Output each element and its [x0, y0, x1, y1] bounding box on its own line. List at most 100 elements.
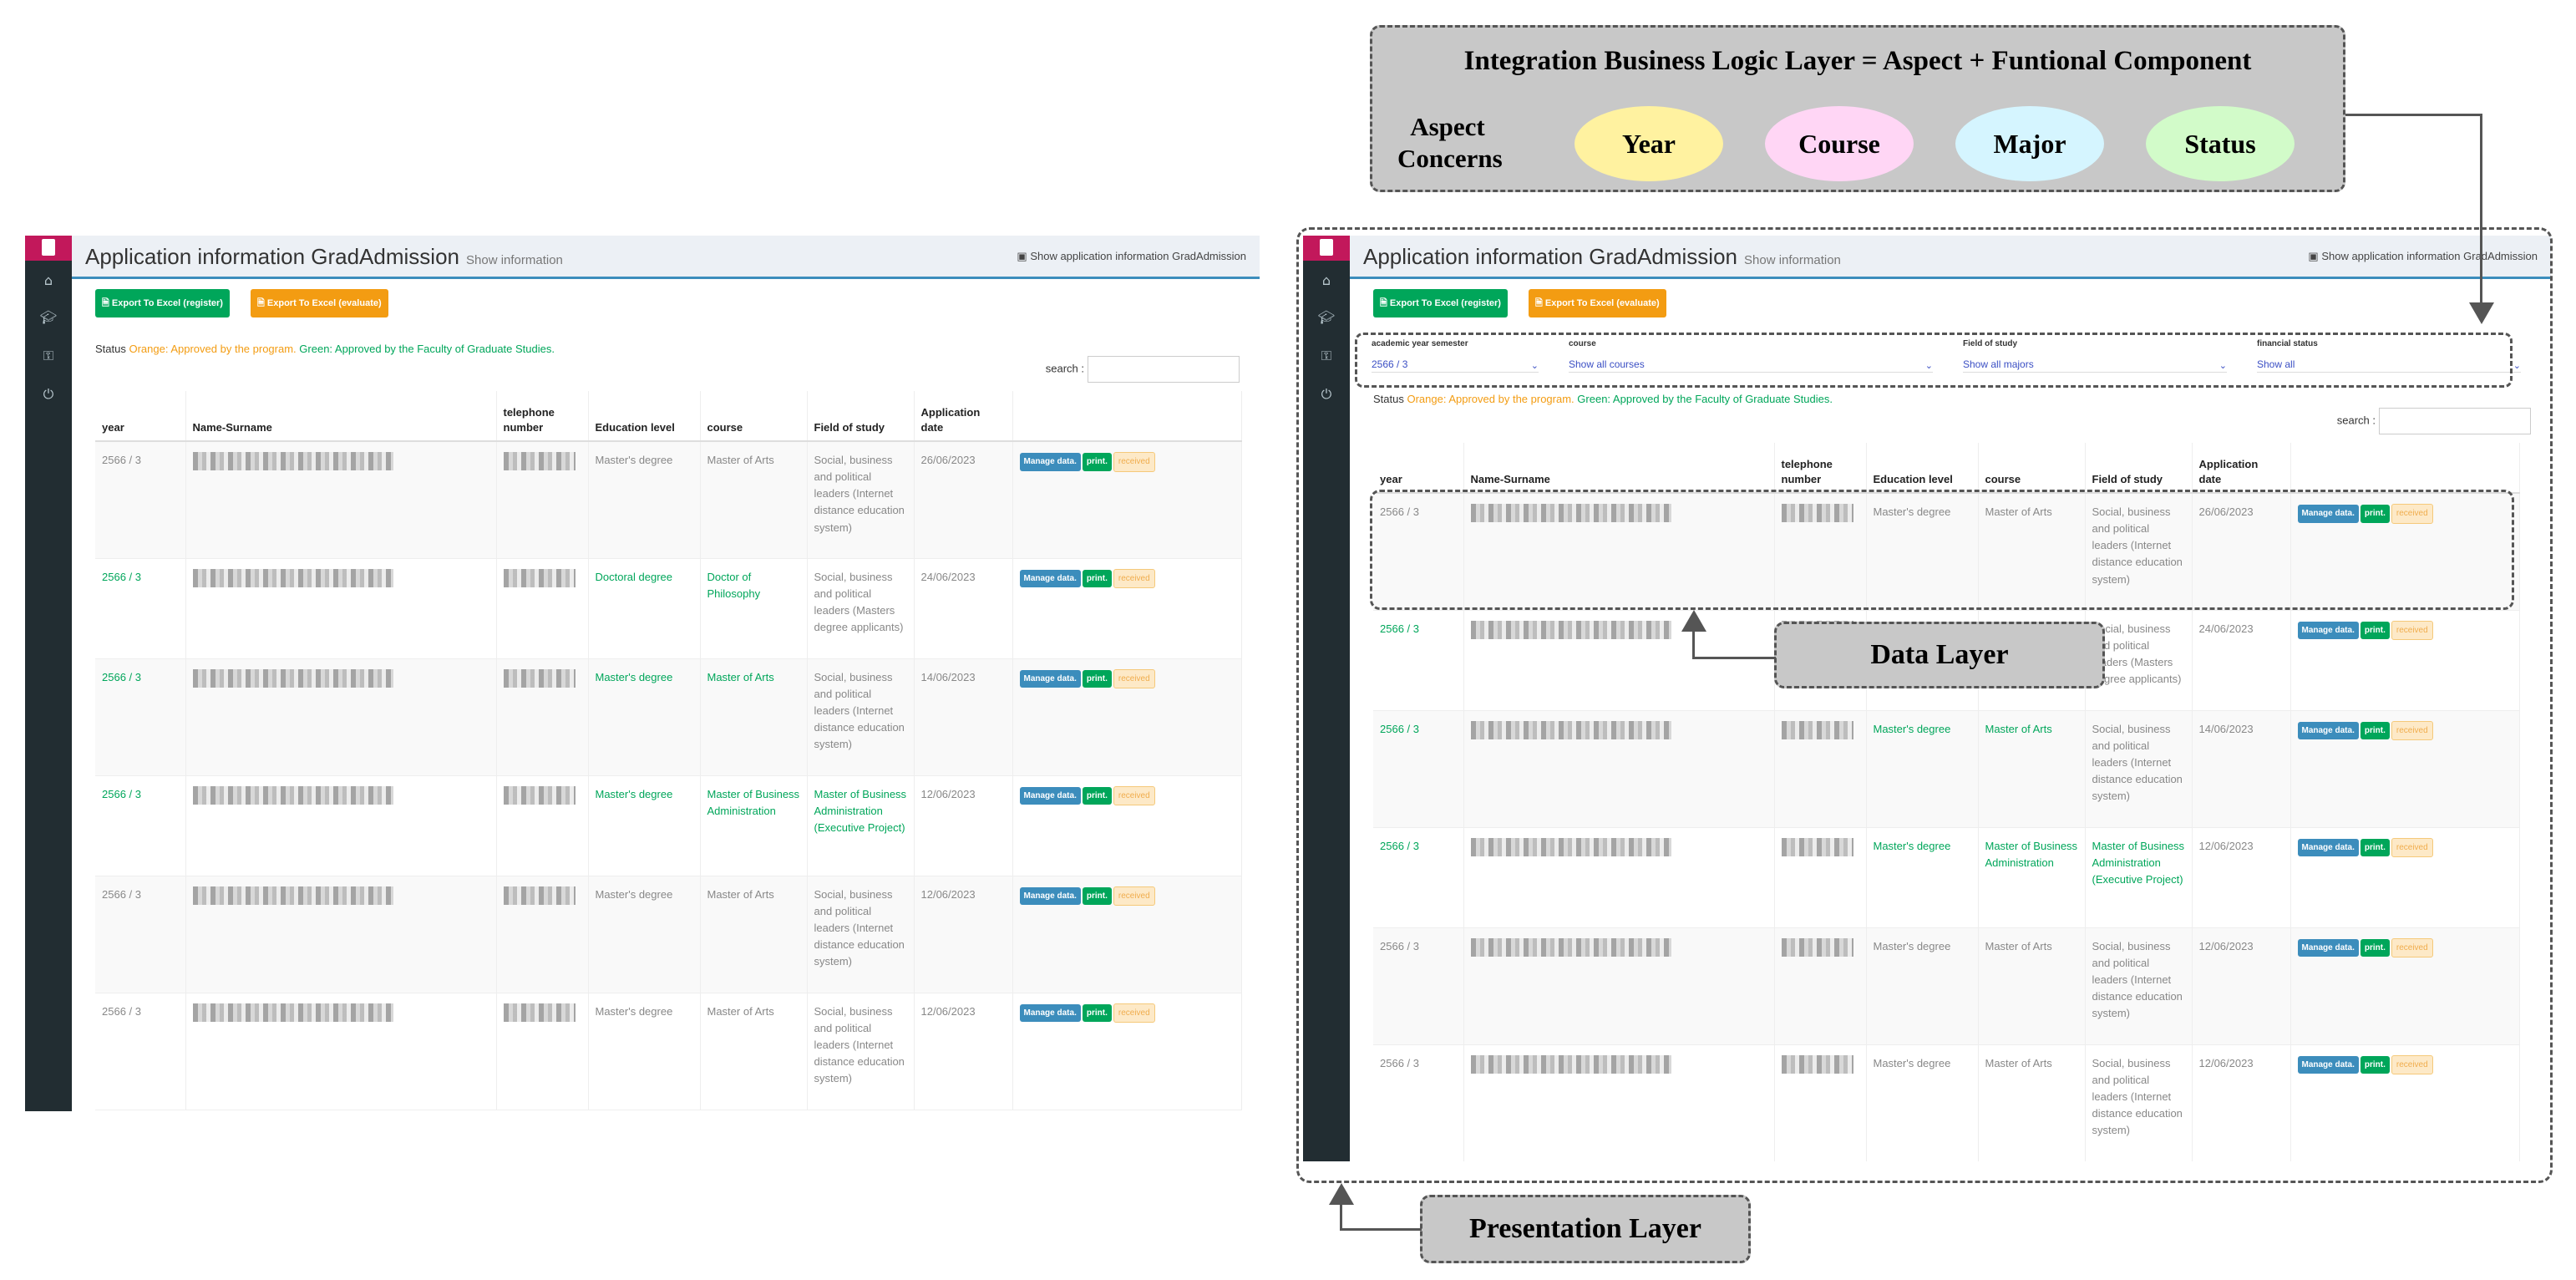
- received-button[interactable]: received: [2391, 720, 2433, 740]
- search-input[interactable]: [1088, 356, 1240, 383]
- manage-data-button[interactable]: Manage data.: [1019, 886, 1081, 905]
- manage-data-button[interactable]: Manage data.: [1019, 786, 1081, 805]
- print-button[interactable]: print.: [2360, 838, 2390, 856]
- manage-data-button[interactable]: Manage data.: [2297, 621, 2359, 639]
- graduation-cap-icon[interactable]: 🎓︎: [39, 309, 58, 325]
- manage-data-button[interactable]: Manage data.: [1019, 569, 1081, 587]
- manage-data-button[interactable]: Manage data.: [2297, 721, 2359, 739]
- print-button[interactable]: print.: [1082, 669, 1112, 688]
- print-button[interactable]: print.: [1082, 569, 1112, 587]
- column-header[interactable]: Field of study: [2085, 443, 2193, 494]
- manage-data-button[interactable]: Manage data.: [1019, 669, 1081, 688]
- received-button[interactable]: received: [1113, 886, 1155, 906]
- cell-actions: Manage data.print.received: [1012, 993, 1242, 1110]
- connector-line: [1340, 1201, 1342, 1230]
- cell-name: [185, 558, 497, 659]
- print-button[interactable]: print.: [1082, 786, 1112, 805]
- received-button[interactable]: received: [2391, 837, 2433, 857]
- key-icon[interactable]: ⚿: [1321, 348, 1332, 363]
- graduation-cap-icon[interactable]: 🎓︎: [1317, 309, 1336, 325]
- export-evaluate-button[interactable]: 🗎 Export To Excel (evaluate): [1529, 289, 1666, 317]
- column-header[interactable]: Application date: [914, 391, 1013, 442]
- print-button[interactable]: print.: [1082, 453, 1112, 471]
- export-register-button[interactable]: 🗎 Export To Excel (register): [95, 289, 230, 317]
- cell-course: Master of Arts: [1978, 710, 2086, 828]
- print-button[interactable]: print.: [1082, 1003, 1112, 1022]
- manage-data-button[interactable]: Manage data.: [2297, 505, 2359, 523]
- print-button[interactable]: print.: [2360, 505, 2390, 523]
- redacted-phone: [503, 568, 576, 587]
- cell-level: Master's degree: [588, 775, 701, 876]
- cell-name: [1463, 493, 1775, 611]
- header-breadcrumb[interactable]: ▣ Show application information GradAdmis…: [2308, 250, 2538, 262]
- redacted-name: [192, 886, 393, 905]
- manage-data-button[interactable]: Manage data.: [2297, 938, 2359, 957]
- cell-level: Master's degree: [588, 876, 701, 993]
- received-button[interactable]: received: [2391, 1054, 2433, 1074]
- chevron-down-icon: ⌄: [1530, 361, 1539, 371]
- column-header[interactable]: Field of study: [807, 391, 915, 442]
- received-button[interactable]: received: [1113, 1003, 1155, 1023]
- header-breadcrumb[interactable]: ▣ Show application information GradAdmis…: [1017, 250, 1246, 262]
- screenshot-after: ⌂ 🎓︎ ⚿ ⏻ Application information GradAdm…: [1303, 236, 2551, 1161]
- manage-data-button[interactable]: Manage data.: [2297, 1055, 2359, 1074]
- export-evaluate-button[interactable]: 🗎 Export To Excel (evaluate): [251, 289, 388, 317]
- column-header[interactable]: Education level: [1866, 443, 1979, 494]
- print-button[interactable]: print.: [1082, 886, 1112, 905]
- column-header[interactable]: telephone number: [1774, 443, 1867, 494]
- cell-field: Master of Business Administration (Execu…: [2085, 827, 2193, 928]
- print-button[interactable]: print.: [2360, 938, 2390, 957]
- column-header[interactable]: Name-Surname: [1463, 443, 1775, 494]
- print-button[interactable]: print.: [2360, 1055, 2390, 1074]
- manage-data-button[interactable]: Manage data.: [1019, 1003, 1081, 1022]
- manage-data-button[interactable]: Manage data.: [1019, 453, 1081, 471]
- cell-level: Master's degree: [1866, 827, 1979, 928]
- received-button[interactable]: received: [1113, 568, 1155, 588]
- column-header[interactable]: Name-Surname: [185, 391, 497, 442]
- cell-course: Master of Business Administration: [700, 775, 808, 876]
- home-icon[interactable]: ⌂: [43, 272, 53, 288]
- column-header[interactable]: year: [95, 391, 186, 442]
- cell-level: Master's degree: [1866, 1044, 1979, 1161]
- export-register-button[interactable]: 🗎 Export To Excel (register): [1373, 289, 1508, 317]
- arrow-head-icon: [2469, 302, 2494, 324]
- received-button[interactable]: received: [1113, 452, 1155, 472]
- column-header[interactable]: Application date: [2192, 443, 2291, 494]
- received-button[interactable]: received: [2391, 620, 2433, 640]
- received-button[interactable]: received: [1113, 785, 1155, 805]
- data-layer-label: Data Layer: [1774, 622, 2105, 688]
- column-header[interactable]: course: [1978, 443, 2086, 494]
- power-icon[interactable]: ⏻: [1321, 386, 1332, 402]
- manage-data-button[interactable]: Manage data.: [2297, 838, 2359, 856]
- received-button[interactable]: received: [2391, 937, 2433, 957]
- print-button[interactable]: print.: [2360, 621, 2390, 639]
- received-button[interactable]: received: [1113, 668, 1155, 688]
- home-icon[interactable]: ⌂: [1321, 272, 1331, 288]
- print-button[interactable]: print.: [2360, 721, 2390, 739]
- cell-actions: Manage data.print.received: [1012, 558, 1242, 659]
- column-header[interactable]: Education level: [588, 391, 701, 442]
- cell-date: 12/06/2023: [914, 876, 1013, 993]
- power-icon[interactable]: ⏻: [43, 386, 54, 402]
- column-header[interactable]: telephone number: [496, 391, 589, 442]
- sidebar: ⌂ 🎓︎ ⚿ ⏻: [1303, 236, 1350, 1161]
- key-icon[interactable]: ⚿: [43, 348, 54, 363]
- cell-date: 12/06/2023: [914, 993, 1013, 1110]
- cell-telephone: [496, 876, 589, 993]
- column-header[interactable]: [2290, 443, 2520, 494]
- cell-field: Social, business and political leaders (…: [807, 993, 915, 1110]
- search-input[interactable]: [2379, 408, 2531, 434]
- column-header[interactable]: course: [700, 391, 808, 442]
- column-header[interactable]: [1012, 391, 1242, 442]
- chevron-down-icon: ⌄: [2513, 361, 2521, 371]
- received-button[interactable]: received: [2391, 504, 2433, 524]
- cell-actions: Manage data.print.received: [2290, 493, 2520, 611]
- status-legend: Status Orange: Approved by the program. …: [95, 343, 555, 355]
- cell-field: Social, business and political leaders (…: [2085, 610, 2193, 711]
- connector-line: [1692, 630, 1695, 658]
- column-header[interactable]: year: [1373, 443, 1464, 494]
